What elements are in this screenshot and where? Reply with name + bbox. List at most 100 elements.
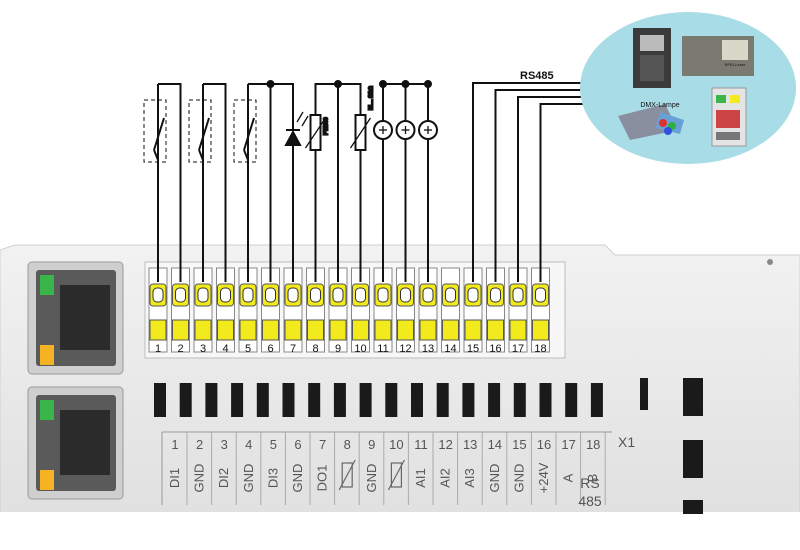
terminal-number: 11 <box>377 343 388 355</box>
link-led-green <box>40 275 54 295</box>
terminal-3[interactable]: 3 <box>193 267 213 355</box>
plate-number: 17 <box>561 437 575 452</box>
plate-number: 16 <box>537 437 551 452</box>
terminal-5[interactable]: 5 <box>238 267 258 355</box>
terminal-14[interactable]: 14 <box>441 267 460 355</box>
plate-signal-name: AI1 <box>413 468 428 488</box>
plate-signal-name: GND <box>241 464 256 493</box>
plate-number: 15 <box>512 437 526 452</box>
plate-number: 6 <box>294 437 301 452</box>
terminal-number: 13 <box>422 343 434 355</box>
reader-caption: RFID-Leser <box>725 62 746 67</box>
pt1000-label: PT1000 <box>324 117 330 135</box>
card-reader-photo: RFID-Leser <box>682 36 754 76</box>
plate-signal-name: GND <box>364 464 379 493</box>
dmx-caption: DMX-Lampe <box>640 102 679 109</box>
analog-source-1 <box>373 84 393 282</box>
vent-slots <box>154 383 603 417</box>
terminal-number: 4 <box>222 343 228 355</box>
plate-signal-name: DI2 <box>216 468 231 488</box>
ethernet-port-2[interactable] <box>27 386 124 500</box>
switch-input-3 <box>233 83 272 282</box>
switch-input-2 <box>188 83 227 282</box>
terminal-number: 17 <box>512 343 524 355</box>
plate-number: 13 <box>463 437 477 452</box>
plate-rs485-label: 485 <box>578 493 602 509</box>
terminal-9[interactable]: 9 <box>328 267 348 355</box>
plate-signal-name: DI1 <box>167 468 182 488</box>
plate-signal-name: B <box>585 474 600 483</box>
plate-number: 8 <box>344 437 351 452</box>
plate-signal-name: GND <box>511 464 526 493</box>
plate-number: 12 <box>438 437 452 452</box>
rs485-wire-1 <box>472 82 585 282</box>
plate-signal-name: +24V <box>536 462 551 493</box>
terminal-16[interactable]: 16 <box>486 267 505 355</box>
terminal-number: 2 <box>177 343 183 355</box>
terminal-number: 5 <box>245 343 251 355</box>
plate-number: 4 <box>245 437 252 452</box>
terminal-1[interactable]: 1 <box>148 267 168 355</box>
terminal-number: 15 <box>467 343 479 355</box>
rs485-wire-4 <box>539 103 585 282</box>
terminal-number: 18 <box>534 343 546 355</box>
activity-led-amber <box>40 345 54 365</box>
activity-led-amber <box>40 470 54 490</box>
terminal-8[interactable]: 8 <box>306 267 325 355</box>
terminal-number: 14 <box>444 343 456 355</box>
plate-signal-name: A <box>561 473 576 482</box>
terminal-number: 16 <box>489 343 501 355</box>
plate-signal-name: DI3 <box>265 468 280 488</box>
rs485-label: RS485 <box>520 70 554 82</box>
plate-number: 10 <box>389 437 403 452</box>
terminal-number: 7 <box>290 343 296 355</box>
rs485-wire-3 <box>517 96 585 282</box>
plate-signal-name: DO1 <box>315 465 330 492</box>
plate-number: 2 <box>196 437 203 452</box>
plate-number: 7 <box>319 437 326 452</box>
plate-signal-name: AI3 <box>462 468 477 488</box>
plate-rs485-label: RS <box>580 475 599 491</box>
terminal-18[interactable]: 18 <box>531 267 550 355</box>
link-led-green <box>40 400 54 420</box>
plate-number: 9 <box>368 437 375 452</box>
door-reader-photo <box>633 28 671 88</box>
switch-input-1 <box>143 83 182 282</box>
rs485-wire-2 <box>494 89 585 282</box>
plate-signal-name: AI2 <box>438 468 453 488</box>
ntc-label: NL... 10kΩ <box>369 86 375 110</box>
terminal-6[interactable]: 6 <box>261 267 280 355</box>
terminal-number: 8 <box>312 343 318 355</box>
ethernet-port-1[interactable] <box>27 261 124 375</box>
plate-number: 5 <box>270 437 277 452</box>
terminal-4[interactable]: 4 <box>216 267 235 355</box>
field-wiring: PT1000 NL... 10kΩ <box>143 80 585 282</box>
rs485-devices: RFID-Leser DMX-Lampe RS485 <box>520 12 796 164</box>
controller-module-photo <box>711 87 747 147</box>
terminal-number: 3 <box>200 343 206 355</box>
plate-number: 14 <box>488 437 502 452</box>
plate-signal-name: GND <box>487 464 502 493</box>
terminal-number: 6 <box>267 343 273 355</box>
plate-number: 1 <box>171 437 178 452</box>
plate-signal-name: GND <box>192 464 207 493</box>
analog-source-3 <box>418 80 438 282</box>
dmx-lamp-photo: DMX-Lampe <box>618 102 684 140</box>
plate-connector-name: X1 <box>618 434 635 450</box>
plate-number: 18 <box>586 437 600 452</box>
plate-signal-name: GND <box>290 464 305 493</box>
terminal-number: 1 <box>155 343 161 355</box>
terminal-7[interactable]: 7 <box>283 267 303 355</box>
terminal-number: 12 <box>399 343 411 355</box>
plate-number: 11 <box>414 437 428 452</box>
terminal-number: 9 <box>335 343 341 355</box>
terminal-12[interactable]: 12 <box>396 267 415 355</box>
terminal-17[interactable]: 17 <box>508 267 528 355</box>
plate-number: 3 <box>221 437 228 452</box>
terminal-number: 10 <box>354 343 366 355</box>
terminal-15[interactable]: 15 <box>463 267 483 355</box>
terminal-13[interactable]: 13 <box>418 267 438 355</box>
